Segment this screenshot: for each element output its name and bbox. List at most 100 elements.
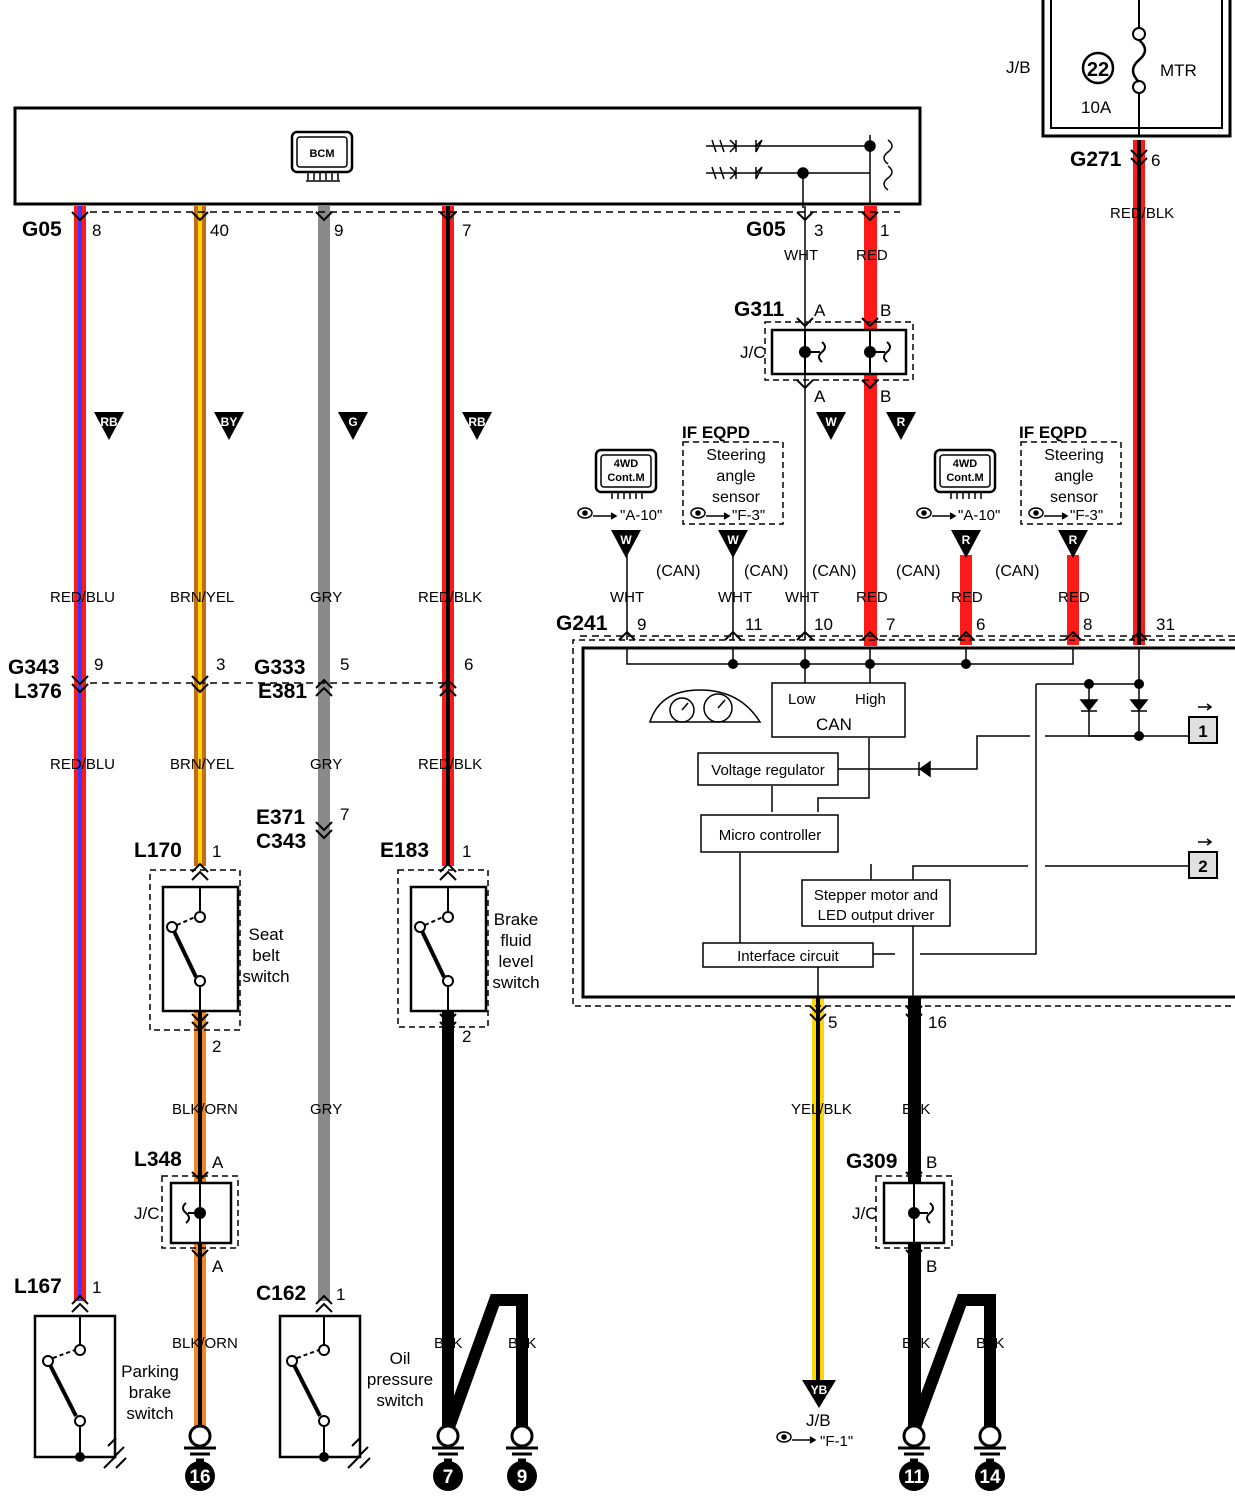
wire-color-label: YEL/BLK <box>791 1101 852 1118</box>
conn-g311: G311 <box>734 298 785 321</box>
micro-controller-box <box>700 814 839 853</box>
g309-junction-icon <box>908 1183 934 1243</box>
wire-red-blu <box>74 206 86 1301</box>
g309-dashed <box>875 1175 953 1249</box>
pin: 3 <box>814 221 823 240</box>
conn-g241: G241 <box>556 612 608 635</box>
svg-text:brake: brake <box>129 1383 172 1402</box>
svg-text:YB: YB <box>811 1383 828 1397</box>
wire-red-blk <box>442 206 454 866</box>
conn-g05-right: G05 <box>746 218 786 241</box>
pin: A <box>814 301 826 320</box>
wire-brn-yel <box>194 206 206 866</box>
conn-l348: L348 <box>134 1148 182 1171</box>
fuse-name: MTR <box>1160 61 1197 80</box>
g343-chevrons <box>71 675 457 697</box>
can-label-box: CAN <box>816 715 852 734</box>
ground-16-icon: 16 <box>184 1424 216 1491</box>
pin: A <box>212 1257 224 1276</box>
can-label: (CAN) <box>995 563 1039 580</box>
svg-text:7: 7 <box>443 1467 454 1488</box>
g311-junction-box <box>770 328 908 376</box>
conn-e381: E381 <box>258 680 307 703</box>
pin: 1 <box>92 1278 101 1297</box>
wire-color-label: BLK/ORN <box>172 1335 238 1352</box>
g241-chevrons <box>618 630 1148 641</box>
g311-dashed <box>764 321 914 381</box>
bcm-box <box>13 106 922 206</box>
pin: 7 <box>886 615 895 634</box>
svg-text:angle: angle <box>1054 468 1093 485</box>
badge-rb-2: RB <box>462 412 492 440</box>
ground-7-icon: 7 <box>432 1424 464 1491</box>
meter-internal-wiring <box>626 648 1188 998</box>
g311-junction-icon <box>799 330 891 374</box>
can-label: (CAN) <box>744 563 788 580</box>
l170-chevrons <box>191 862 209 1032</box>
badge-w-1: W <box>816 412 846 440</box>
wire-color-label: WHT <box>610 589 644 606</box>
wire-blk-brake <box>442 1012 454 1434</box>
svg-text:Seat: Seat <box>249 925 284 944</box>
steering-sensor-left-label: Steering angle sensor <box>706 447 766 506</box>
badge-r-1: R <box>886 412 916 440</box>
g271-chevron <box>1130 149 1148 168</box>
arrow-icon <box>593 512 1069 1444</box>
can-label: (CAN) <box>812 563 856 580</box>
interface-circuit-label: Interface circuit <box>737 948 840 965</box>
wire-color-label: WHT <box>784 247 818 264</box>
pin: 8 <box>1083 615 1092 634</box>
pin: 6 <box>976 615 985 634</box>
ref-f3-left: "F-3" <box>732 507 765 524</box>
steering-sensor-left-box <box>682 441 784 525</box>
svg-text:pressure: pressure <box>367 1370 433 1389</box>
badge-r-3: R <box>1058 530 1088 558</box>
pin: 40 <box>210 221 229 240</box>
svg-text:R: R <box>962 533 971 547</box>
svg-text:R: R <box>1069 533 1078 547</box>
wire-color-label: RED <box>1058 589 1090 606</box>
fuse-number: 22 <box>1087 59 1109 81</box>
svg-text:4WD: 4WD <box>953 458 978 470</box>
bcm-can-transceiver-icon <box>706 135 893 208</box>
wire-red-can-high <box>864 206 877 646</box>
l348-junction-icon <box>182 1183 206 1243</box>
l167-chevrons <box>71 1294 89 1313</box>
jc-label: J/C <box>852 1204 878 1223</box>
wire-yel-blk <box>812 998 824 1386</box>
pin: 1 <box>336 1285 345 1304</box>
can-label: (CAN) <box>896 563 940 580</box>
svg-text:fluid: fluid <box>500 931 531 950</box>
wire-color-label: RED/BLK <box>1110 205 1174 222</box>
pin: B <box>926 1153 937 1172</box>
conn-e371: E371 <box>256 806 305 829</box>
pin: 11 <box>745 615 763 634</box>
if-eqpd-left: IF EQPD <box>682 423 750 442</box>
pin: 2 <box>212 1037 221 1056</box>
svg-text:Steering: Steering <box>1044 447 1104 464</box>
pin: 31 <box>1156 615 1175 634</box>
voltage-regulator-label: Voltage regulator <box>711 762 824 779</box>
ref-a10-right: "A-10" <box>958 507 1000 524</box>
conn-g333: G333 <box>254 656 305 679</box>
steering-sensor-right-box <box>1020 441 1122 525</box>
bcm-icon: BCM <box>290 130 354 182</box>
svg-text:W: W <box>727 533 739 547</box>
wire-color-label: BLK <box>434 1335 462 1352</box>
brake-fluid-switch-icon <box>414 887 454 1011</box>
ecu-4wd-left-icon: 4WD Cont.M <box>594 448 658 499</box>
oil-pressure-switch-box <box>278 1314 362 1459</box>
pin: 5 <box>340 655 349 674</box>
wire-color-label: BLK <box>902 1101 930 1118</box>
brake-fluid-switch-label: Brake fluid level switch <box>492 910 539 992</box>
ref-f1: "F-1" <box>820 1433 853 1450</box>
svg-text:G: G <box>348 415 357 429</box>
badge-w-2: W <box>611 530 641 558</box>
stepper-driver-label: LED output driver <box>818 907 935 924</box>
pin: 3 <box>216 655 225 674</box>
pin: 5 <box>828 1013 837 1032</box>
svg-text:BCM: BCM <box>309 148 334 160</box>
can-transceiver-box <box>771 682 906 738</box>
wire-color-label: RED/BLK <box>418 589 482 606</box>
